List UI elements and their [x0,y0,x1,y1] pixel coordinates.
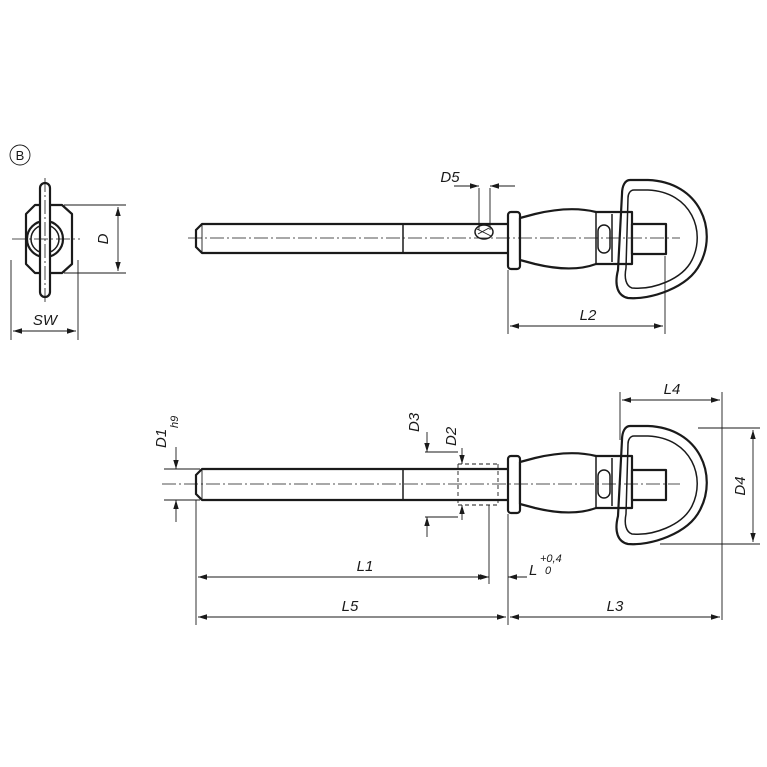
dim-label-d5: D5 [440,169,460,186]
dim-label-l5: L5 [342,598,359,615]
dim-label-d: D [95,233,112,244]
bottom-handle-stub [630,468,668,502]
dim-label-d4: D4 [732,476,749,495]
ball-hole-hatch [476,227,492,237]
dim-label-l1: L1 [357,558,374,575]
dim-label-l4: L4 [664,381,681,398]
top-handle-slot [597,224,611,254]
bottom-handle-body [518,452,634,514]
bottom-pull-ring-inner [624,435,698,535]
top-collar [506,210,522,271]
bottom-pull-ring-outer [615,424,708,546]
dim-label-l-tol-upper: +0,4 [540,553,562,565]
top-pull-ring-inner [624,189,698,289]
top-handle-stub [630,222,668,256]
ball-hidden-lines [457,463,499,506]
dim-label-l2: L2 [580,307,597,324]
dim-label-d1: D1 [153,429,170,448]
bottom-pin-shaft [194,467,510,502]
end-view-b: B D SW [9,144,126,340]
bottom-collar [506,454,522,515]
dim-label-sw: SW [33,312,59,329]
dim-label-d2: D2 [443,426,460,446]
top-handle-body [518,208,634,270]
dim-label-d3: D3 [406,412,423,432]
dim-label-l-tol-lower: 0 [545,565,552,577]
dim-label-l: L [529,562,537,579]
ball-hole [474,224,494,240]
bottom-handle-grip-lines [595,456,613,508]
dim-label-d1-tolerance: h9 [169,416,181,428]
dim-label-l3: L3 [607,598,624,615]
view-label-circle [9,144,31,166]
bottom-side-view: D1 h9 D3 D2 D4 L4 L1 L +0,4 0 [153,381,760,625]
top-pin-shaft [194,222,510,255]
top-side-view: D5 L2 [188,169,708,334]
top-pull-ring-outer [615,178,708,300]
view-label-b: B [16,148,25,163]
